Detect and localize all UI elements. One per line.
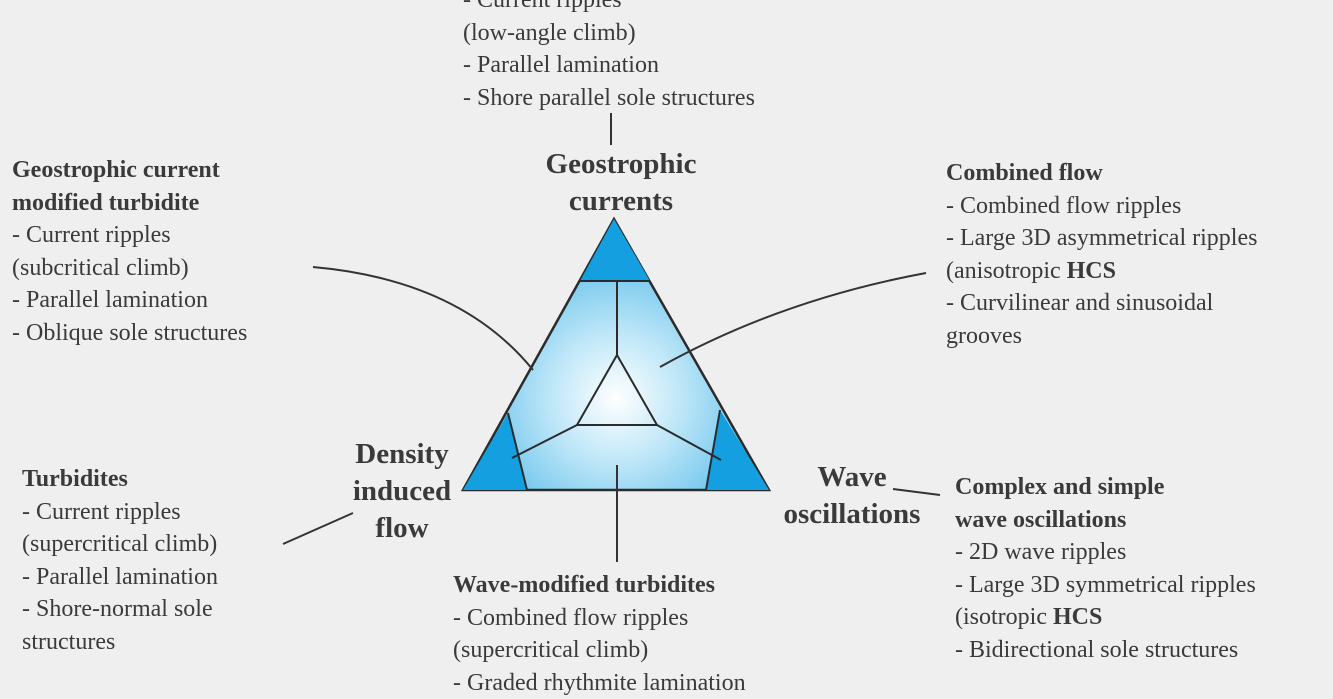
block-complex-simple-wave-oscillations: Complex and simple wave oscillations - 2… (955, 471, 1256, 666)
hcs-prefix: (anisotropic (946, 258, 1067, 284)
top-corner-zone (580, 219, 650, 281)
vertex-label-density-induced-flow: Density induced flow (322, 436, 482, 547)
item: grooves (946, 320, 1257, 353)
block-combined-flow: Combined flow - Combined flow ripples - … (946, 157, 1257, 352)
heading: wave oscillations (955, 504, 1256, 537)
item: - Large 3D symmetrical ripples (955, 569, 1256, 602)
vertex-line: Geostrophic (521, 146, 721, 183)
block-geostrophic-modified-turbidite: Geostrophic current modified turbidite -… (12, 154, 247, 349)
item: structures (22, 626, 218, 659)
heading: Turbidites (22, 463, 218, 496)
hcs-abbrev: HCS (1053, 604, 1102, 630)
heading: Geostrophic current (12, 154, 247, 187)
item: - Combined flow ripples (453, 602, 746, 635)
item-hcs: (isotropic HCS (955, 601, 1256, 634)
hcs-abbrev: HCS (1067, 258, 1116, 284)
item: - Parallel lamination (463, 49, 755, 82)
item: - 2D wave ripples (955, 536, 1256, 569)
heading: Complex and simple (955, 471, 1256, 504)
vertex-label-wave-oscillations: Wave oscillations (767, 459, 937, 533)
leader-geostrophic-modified (313, 267, 533, 370)
hcs-prefix: (isotropic (955, 604, 1053, 630)
heading: modified turbidite (12, 187, 247, 220)
item: - Large 3D asymmetrical ripples (946, 222, 1257, 255)
item: - Oblique sole structures (12, 317, 247, 350)
block-turbidites: Turbidites - Current ripples (supercriti… (22, 463, 218, 658)
item: - Parallel lamination (12, 284, 247, 317)
item: - Bidirectional sole structures (955, 634, 1256, 667)
block-geostrophic-currents: - Current ripples (low-angle climb) - Pa… (463, 0, 755, 114)
item: - Curvilinear and sinusoidal (946, 287, 1257, 320)
item: (supercritical climb) (453, 634, 746, 667)
vertex-label-geostrophic-currents: Geostrophic currents (521, 146, 721, 220)
vertex-line: Wave (767, 459, 937, 496)
item: - Parallel lamination (22, 561, 218, 594)
vertex-line: induced (322, 473, 482, 510)
item: - Combined flow ripples (946, 190, 1257, 223)
vertex-line: flow (322, 510, 482, 547)
item: - Shore parallel sole structures (463, 82, 755, 115)
item: (subcritical climb) (12, 252, 247, 285)
heading: Wave-modified turbidites (453, 569, 746, 602)
item-hcs: (anisotropic HCS (946, 255, 1257, 288)
item: (low-angle climb) (463, 17, 755, 50)
item: - Current ripples (12, 219, 247, 252)
item: - Shore-normal sole (22, 593, 218, 626)
heading: Combined flow (946, 157, 1257, 190)
vertex-line: currents (521, 183, 721, 220)
vertex-line: Density (322, 436, 482, 473)
item: - Graded rhythmite lamination (453, 667, 746, 699)
item: (supercritical climb) (22, 528, 218, 561)
vertex-line: oscillations (767, 496, 937, 533)
item: - Current ripples (463, 0, 755, 17)
item: - Current ripples (22, 496, 218, 529)
leader-combined-flow (660, 273, 926, 367)
